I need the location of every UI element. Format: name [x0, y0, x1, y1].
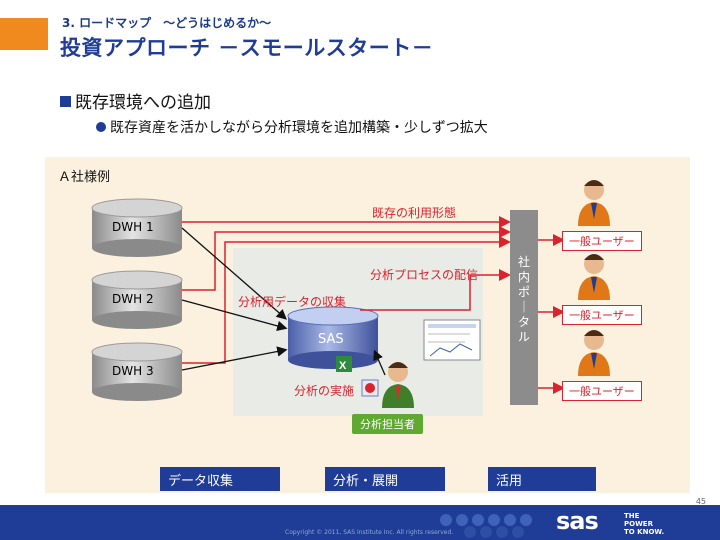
- stage-analysis-deploy: 分析・展開: [325, 467, 445, 491]
- dwh1-label: DWH 1: [112, 220, 154, 234]
- portal-char: ポ: [517, 285, 530, 299]
- svg-text:X: X: [339, 360, 347, 372]
- footer-bar: [0, 505, 720, 540]
- user3-label: 一般ユーザー: [562, 381, 642, 401]
- tagline-line: THE: [624, 512, 640, 520]
- analyst-avatar-icon: [382, 362, 414, 408]
- user1-label: 一般ユーザー: [562, 231, 642, 251]
- stage-data-collection: データ収集: [160, 467, 280, 491]
- sas-app-icon: [361, 379, 379, 397]
- breadcrumb: 3. ロードマップ ～どうはじめるか～: [62, 16, 272, 30]
- bullet-level2-text: 既存資産を活かしながら分析環境を追加構築・少しずつ拡大: [110, 120, 488, 136]
- bullet-level1-text: 既存環境への追加: [75, 93, 211, 113]
- stage-utilization: 活用: [488, 467, 596, 491]
- page-title: 投資アプローチ －スモールスタート－: [60, 36, 434, 60]
- portal-char: 社: [517, 255, 530, 269]
- sas-cylinder: [287, 306, 379, 369]
- bullet-level1: 既存環境への追加: [60, 88, 211, 113]
- dwh1-cylinder: [91, 198, 183, 257]
- sas-label: SAS: [318, 332, 344, 347]
- user2-avatar-icon: [578, 254, 610, 300]
- sas-logo: sas: [556, 507, 599, 535]
- existing-usage-label: 既存の利用形態: [372, 206, 457, 220]
- internal-portal: [510, 210, 538, 405]
- page-number: 45: [695, 497, 706, 506]
- portal-char: ｜: [517, 300, 530, 314]
- data-collection-arrows: [181, 227, 288, 371]
- dwh2-label: DWH 2: [112, 292, 154, 306]
- user2-label: 一般ユーザー: [562, 305, 642, 325]
- dwh2-cylinder: [91, 270, 183, 329]
- copyright: Copyright © 2011, SAS Institute Inc. All…: [285, 529, 454, 536]
- tagline-line: POWER: [624, 520, 653, 528]
- portal-label: 社 内 ポ ｜ タ ル: [512, 255, 536, 345]
- portal-char: ル: [517, 330, 530, 344]
- circle-bullet-icon: [96, 122, 106, 132]
- accent-bar: [0, 18, 48, 50]
- analysis-arrow: [373, 349, 386, 376]
- dwh3-cylinder: [91, 342, 183, 401]
- analyst-chip: 分析担当者: [352, 414, 423, 434]
- analysis-delivery-label: 分析プロセスの配信: [370, 268, 479, 282]
- portal-char: タ: [517, 315, 530, 329]
- portal-char: 内: [517, 270, 530, 284]
- existing-usage-arrows: [182, 216, 511, 364]
- tagline: THE POWER TO KNOW.: [624, 512, 664, 536]
- user3-avatar-icon: [578, 330, 610, 376]
- dwh3-label: DWH 3: [112, 364, 154, 378]
- user1-avatar-icon: [578, 180, 610, 226]
- panel-label: Ａ社様例: [58, 170, 111, 185]
- analysis-execution-label: 分析の実施: [294, 384, 355, 398]
- tagline-line: TO KNOW.: [624, 528, 665, 536]
- square-bullet-icon: [60, 96, 71, 107]
- excel-icon: X: [336, 356, 352, 372]
- data-collection-label: 分析用データの収集: [238, 295, 347, 309]
- portal-to-user-arrows: [538, 234, 565, 394]
- bullet-level2: 既存資産を活かしながら分析環境を追加構築・少しずつ拡大: [96, 117, 488, 137]
- report-thumbnail-icon: [423, 319, 481, 361]
